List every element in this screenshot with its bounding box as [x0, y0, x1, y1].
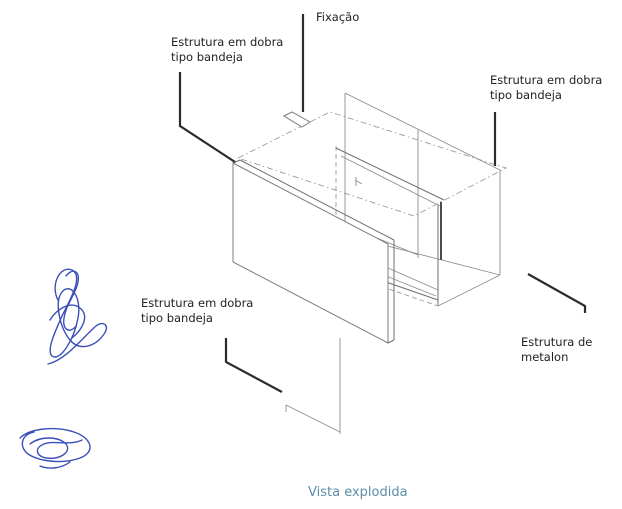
label-fixacao: Fixação	[316, 10, 359, 24]
fixation-bar	[282, 111, 311, 128]
initials-scribble	[19, 427, 91, 469]
label-top-left-line1: Estrutura em dobra	[171, 35, 283, 49]
label-top-right-line2: tipo bandeja	[490, 88, 562, 102]
label-top-right-line1: Estrutura em dobra	[490, 73, 602, 87]
label-metalon-line2: metalon	[521, 350, 568, 364]
caption-vista-explodida: Vista explodida	[308, 485, 408, 500]
signature-scribble	[47, 268, 108, 365]
label-metalon-line1: Estrutura de	[521, 335, 592, 349]
label-bottom-left-line1: Estrutura em dobra	[141, 296, 253, 310]
label-top-left-line2: tipo bandeja	[171, 50, 243, 64]
leader-lines	[178, 14, 587, 393]
front-tray-panel	[232, 159, 395, 344]
bottom-tray-panel	[285, 338, 341, 434]
label-bottom-left-line2: tipo bandeja	[141, 311, 213, 325]
metalon-frame	[237, 92, 508, 307]
